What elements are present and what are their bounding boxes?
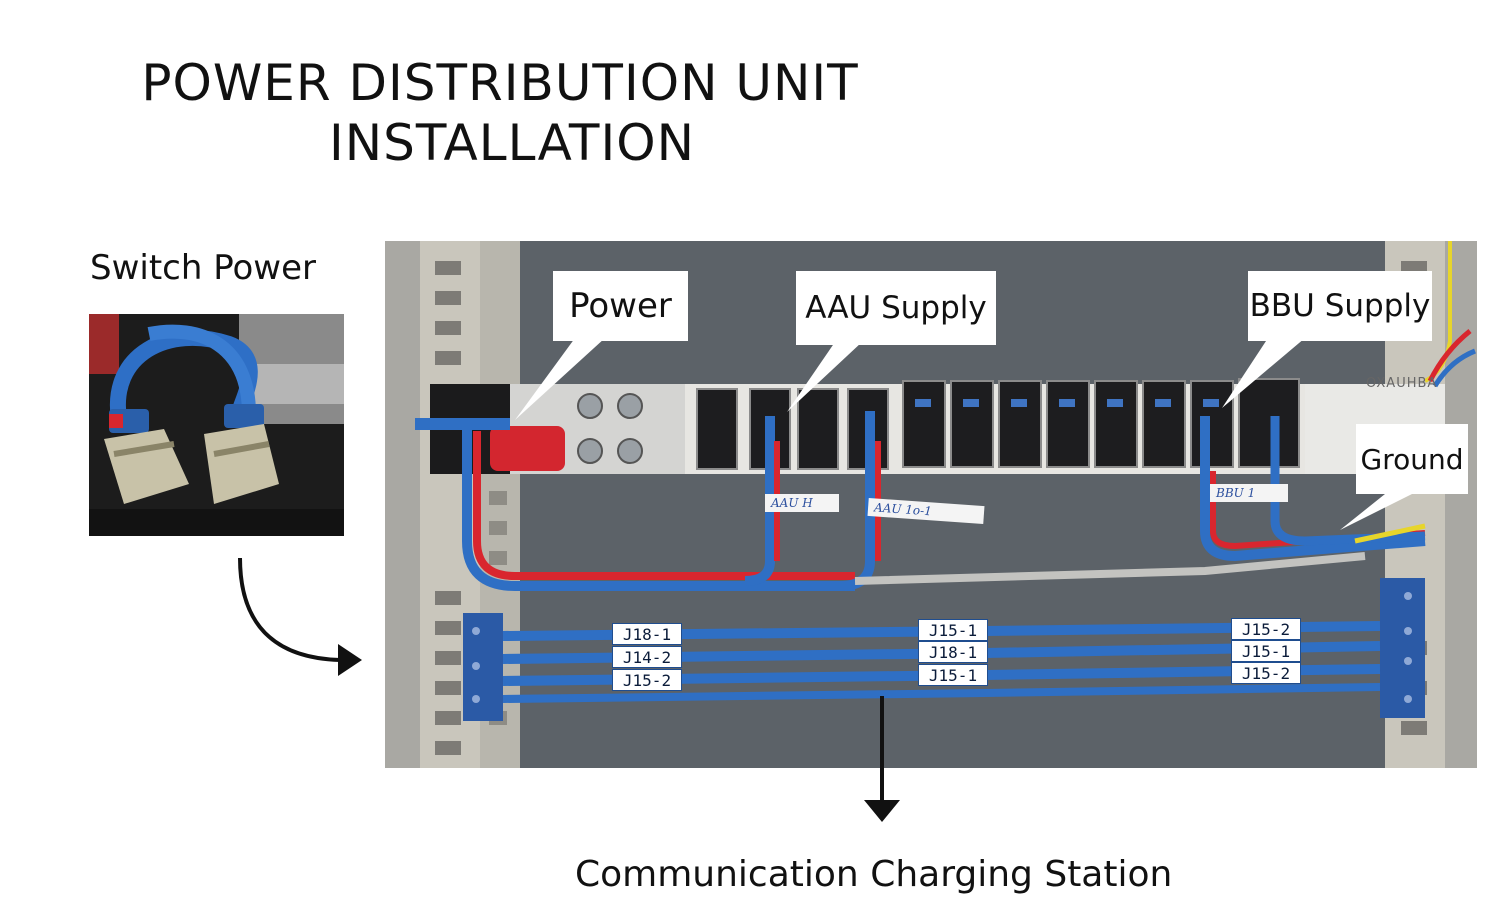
callout-pointer-power: [515, 338, 605, 420]
cable-tag: J15-1: [918, 664, 988, 686]
callout-pointer-bbu: [1222, 338, 1305, 408]
handwritten-label-bbu: BBU 1: [1210, 484, 1288, 502]
cable-tag: J15-2: [1231, 662, 1301, 684]
callout-pointer-aau: [787, 342, 862, 412]
communication-charging-station-caption: Communication Charging Station: [575, 854, 1173, 895]
switch-power-caption: Switch Power: [90, 248, 317, 288]
callout-power: Power: [553, 271, 688, 341]
switch-power-photo: [89, 314, 344, 536]
down-arrow-head: [864, 800, 900, 822]
cable-tag: J18-1: [918, 641, 988, 663]
curved-arrow: [238, 557, 341, 662]
page-title-line-1: POWER DISTRIBUTION UNIT: [141, 54, 859, 112]
cable-tag: J14-2: [612, 646, 682, 668]
page-title-line-2: INSTALLATION: [329, 114, 695, 172]
cable-tag: J15-1: [1231, 640, 1301, 662]
callout-pointer-ground: [1340, 490, 1420, 530]
cable-tag: J15-2: [1231, 618, 1301, 640]
curved-arrow-head: [338, 644, 362, 676]
cable-tag: J15-1: [918, 619, 988, 641]
callout-aau-supply: AAU Supply: [796, 271, 996, 345]
cable-tag: J15-2: [612, 669, 682, 691]
handwritten-label-aau-1: AAU H: [765, 494, 839, 512]
pdu-brand-label: OXAUHBA: [1366, 376, 1438, 391]
callout-bbu-supply: BBU Supply: [1248, 271, 1432, 341]
cable-tag: J18-1: [612, 623, 682, 645]
callout-ground: Ground: [1356, 424, 1468, 494]
